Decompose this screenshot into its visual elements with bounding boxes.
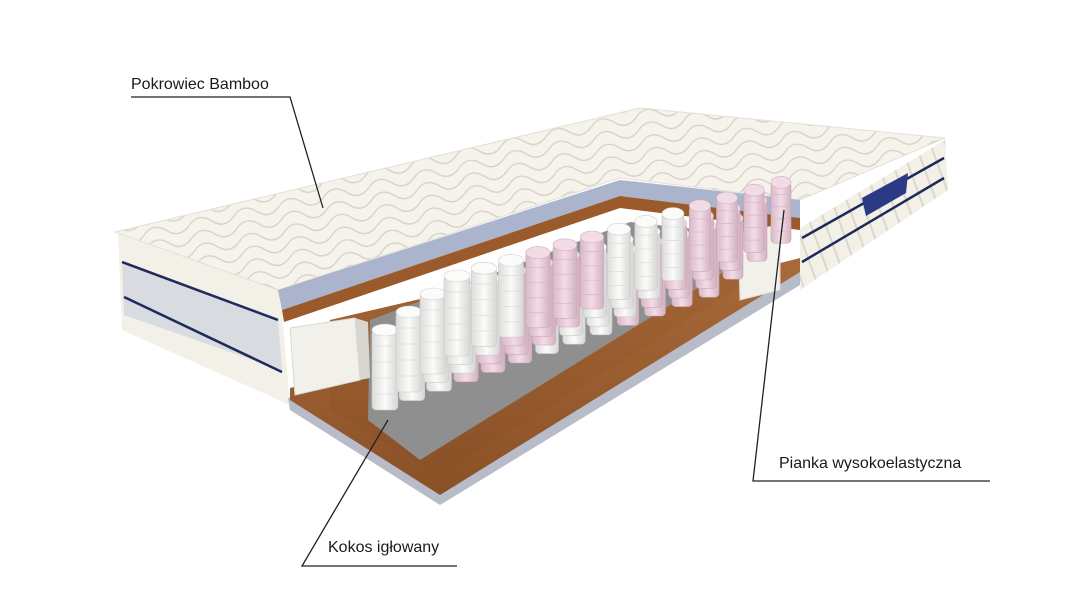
leader-lines (131, 96, 990, 567)
mattress-left-side (118, 232, 290, 405)
label-cover: Pokrowiec Bamboo (131, 76, 269, 93)
leader-line-cover (131, 96, 324, 209)
label-coconut: Kokos igłowany (328, 539, 440, 556)
leader-line-coconut (300, 419, 457, 567)
brand-tag (862, 173, 908, 216)
pocket-springs (371, 176, 792, 411)
mattress-right-side (800, 140, 948, 290)
leader-line-foam (752, 209, 990, 482)
label-foam: Pianka wysokoelastyczna (779, 455, 962, 472)
